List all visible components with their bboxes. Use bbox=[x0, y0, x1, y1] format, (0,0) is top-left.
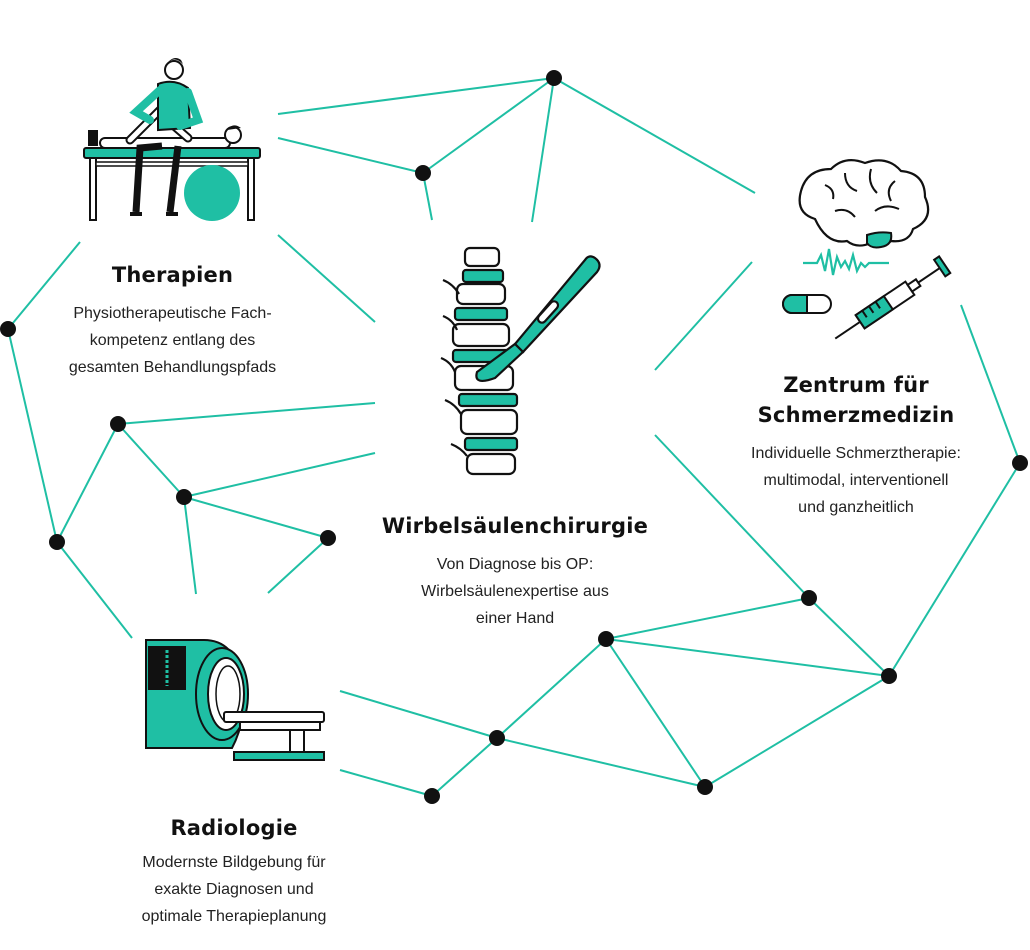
wirbelsaeule-line-3: einer Hand bbox=[475, 610, 555, 627]
schmerz-line-2: multimodal, interventionell bbox=[763, 472, 949, 489]
brain-syringe-icon bbox=[781, 158, 952, 340]
schmerz-line-3: und ganzheitlich bbox=[798, 499, 914, 516]
schmerz-line-1: Individuelle Schmerztherapie: bbox=[751, 445, 961, 462]
radiologie-line-2: exakte Diagnosen und bbox=[154, 881, 314, 898]
radiologie-line-1: Modernste Bildgebung für bbox=[142, 854, 326, 871]
wirbelsaeule-line-1: Von Diagnose bis OP: bbox=[436, 556, 594, 573]
therapien-title: Therapien bbox=[111, 263, 234, 287]
wirbelsaeule-block: Wirbelsäulenchirurgie Von Diagnose bis O… bbox=[375, 511, 655, 632]
therapien-line-3: gesamten Behandlungspfads bbox=[68, 359, 277, 376]
schmerz-title: Zentrum für Schmerzmedizin bbox=[728, 370, 984, 430]
schmerz-block: Zentrum für Schmerzmedizin Individuelle … bbox=[728, 370, 984, 521]
spine-scalpel-icon bbox=[440, 246, 601, 476]
physiotherapy-icon bbox=[83, 58, 261, 221]
therapien-line-2: kompetenz entlang des bbox=[89, 332, 256, 349]
radiologie-line-3: optimale Therapieplanung bbox=[141, 908, 327, 925]
radiologie-description: Modernste Bildgebung für exakte Diagnose… bbox=[100, 849, 368, 930]
therapien-description: Physiotherapeutische Fach- kompetenz ent… bbox=[40, 300, 305, 381]
wirbelsaeule-title: Wirbelsäulenchirurgie bbox=[381, 514, 649, 538]
schmerz-description: Individuelle Schmerztherapie: multimodal… bbox=[728, 440, 984, 521]
mri-scanner-icon bbox=[140, 628, 325, 761]
therapien-block: Therapien Physiotherapeutische Fach- kom… bbox=[40, 260, 305, 381]
schmerz-title-line-2: Schmerzmedizin bbox=[757, 403, 955, 427]
therapien-line-1: Physiotherapeutische Fach- bbox=[73, 305, 272, 322]
radiologie-block: Radiologie Modernste Bildgebung für exak… bbox=[100, 813, 368, 930]
wirbelsaeule-line-2: Wirbelsäulenexpertise aus bbox=[421, 583, 609, 600]
radiologie-title: Radiologie bbox=[170, 816, 298, 840]
network-nodes bbox=[0, 70, 1028, 804]
schmerz-title-line-1: Zentrum für bbox=[783, 373, 929, 397]
wirbelsaeule-description: Von Diagnose bis OP: Wirbelsäulenexperti… bbox=[375, 551, 655, 632]
